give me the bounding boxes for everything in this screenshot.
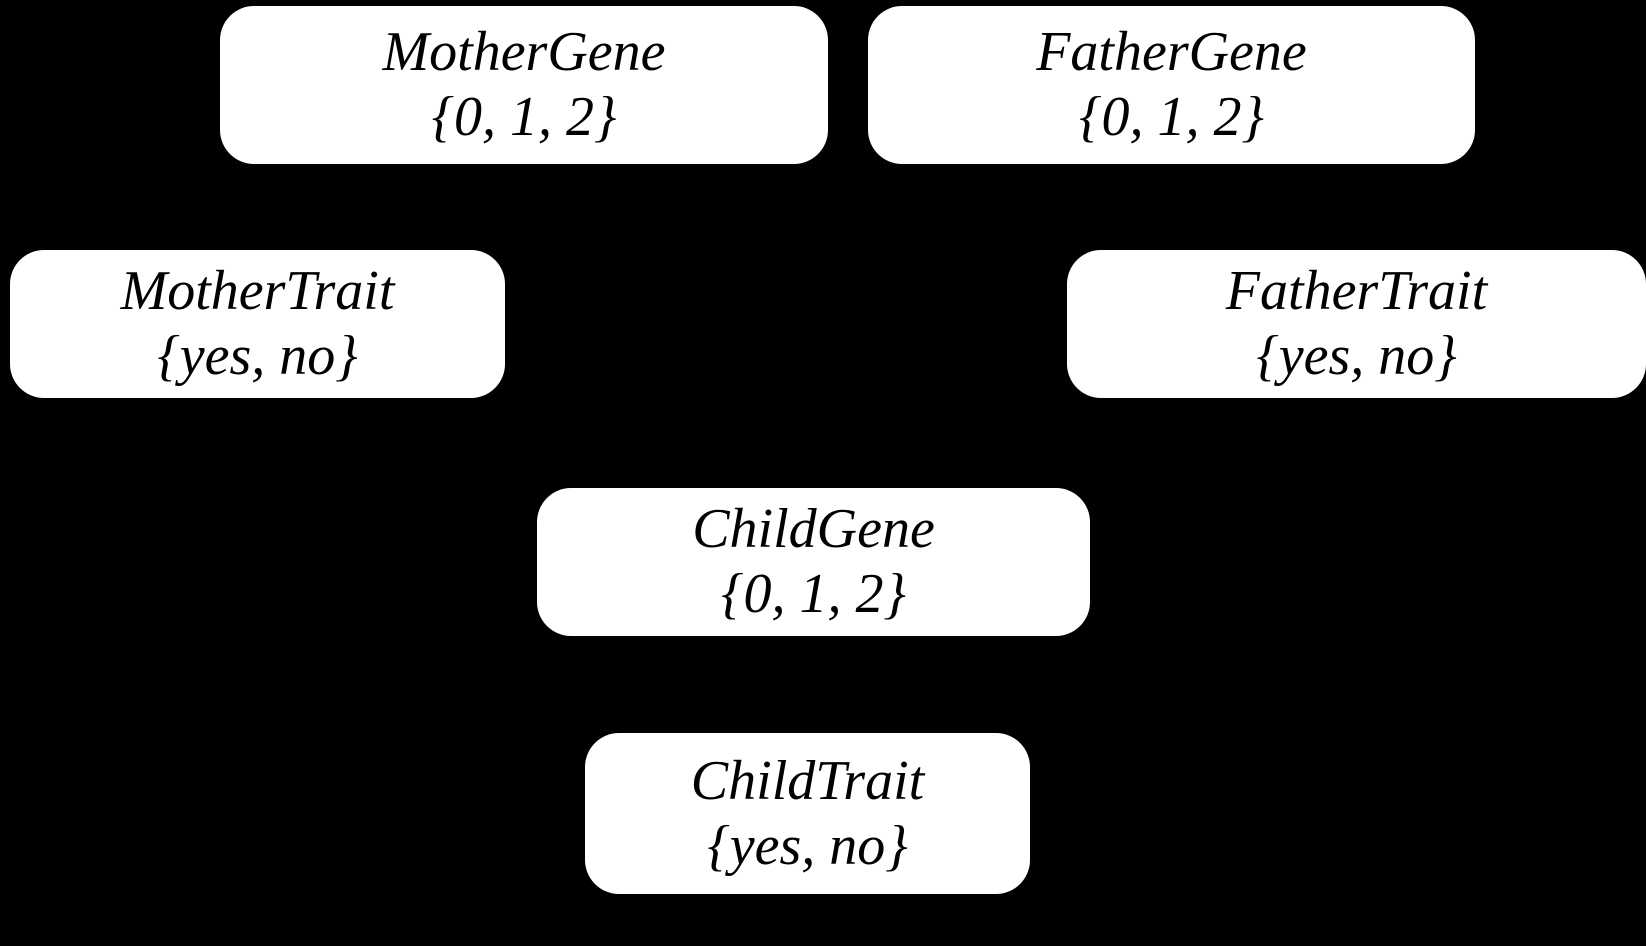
- node-child-trait-label: ChildTrait: [690, 749, 925, 812]
- node-child-trait[interactable]: ChildTrait {yes, no}: [585, 733, 1030, 894]
- node-mother-trait-label: MotherTrait: [120, 260, 395, 323]
- node-father-trait-domain: {yes, no}: [1256, 325, 1457, 387]
- node-child-gene-label: ChildGene: [692, 498, 935, 561]
- node-father-gene[interactable]: FatherGene {0, 1, 2}: [868, 6, 1475, 164]
- node-mother-gene-label: MotherGene: [382, 21, 666, 84]
- node-child-gene[interactable]: ChildGene {0, 1, 2}: [537, 488, 1090, 636]
- node-mother-trait-domain: {yes, no}: [157, 325, 358, 387]
- node-child-trait-domain: {yes, no}: [707, 814, 908, 877]
- node-mother-trait[interactable]: MotherTrait {yes, no}: [10, 250, 505, 398]
- node-father-trait-label: FatherTrait: [1225, 260, 1488, 323]
- node-child-gene-domain: {0, 1, 2}: [721, 563, 906, 625]
- node-mother-gene-domain: {0, 1, 2}: [431, 86, 617, 148]
- node-mother-gene[interactable]: MotherGene {0, 1, 2}: [220, 6, 828, 164]
- node-father-gene-domain: {0, 1, 2}: [1079, 86, 1264, 148]
- node-father-trait[interactable]: FatherTrait {yes, no}: [1067, 250, 1646, 398]
- node-father-gene-label: FatherGene: [1036, 21, 1307, 84]
